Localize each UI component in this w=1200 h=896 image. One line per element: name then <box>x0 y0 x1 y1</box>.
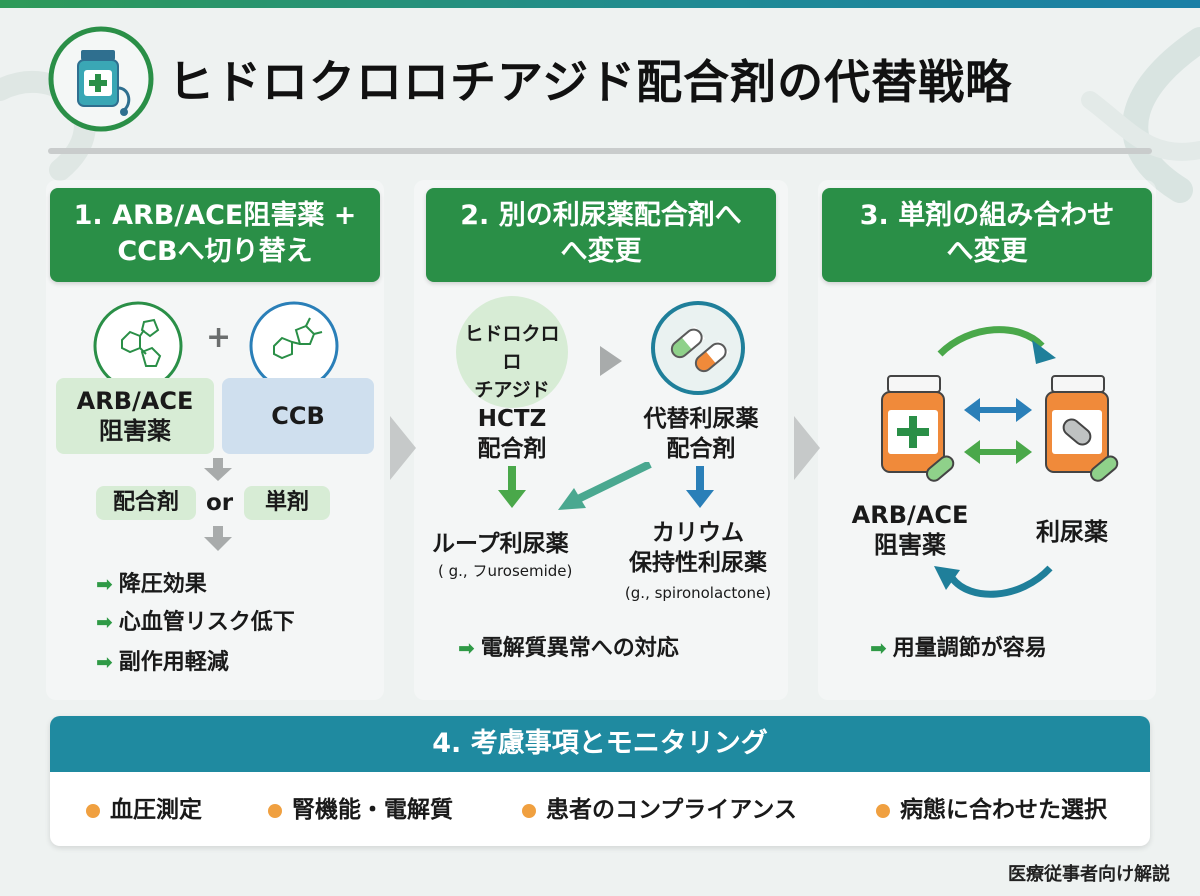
considerations-panel: 4. 考慮事項とモニタリング <box>50 716 1150 846</box>
arrow-right-icon <box>600 346 622 376</box>
section-1-header-line1: 1. ARB/ACE阻害薬 + <box>73 200 357 231</box>
hydrochlorothiazide-circle: ヒドロクロロ チアジド <box>456 296 568 408</box>
capsules-icon <box>651 301 745 395</box>
consideration-item-1: 血圧測定 <box>86 790 202 824</box>
potassium-sparing-example: (g., spironolactone) <box>624 584 772 602</box>
flow-arrows <box>498 462 714 510</box>
section-2-header-line1: 2. 別の利尿薬配合剤へ <box>460 200 742 231</box>
exchange-arrows-icon <box>964 398 1032 464</box>
considerations-header: 4. 考慮事項とモニタリング <box>50 716 1150 772</box>
consideration-item-2: 腎機能・電解質 <box>268 790 453 824</box>
arrow-right-icon: ➡ <box>870 636 887 660</box>
alternative-diuretic-label: 代替利尿薬 配合剤 <box>643 406 759 462</box>
section-3-bullet: ➡用量調節が容易 <box>870 636 1047 661</box>
combination-tag: 配合剤 <box>96 486 196 520</box>
arrow-down-icon <box>204 458 232 481</box>
bullet-dot-icon <box>876 803 890 818</box>
consideration-item-3: 患者のコンプライアンス <box>522 790 797 824</box>
medicine-bottle-icon <box>881 375 955 482</box>
loop-diuretic-label: ループ利尿薬 <box>432 531 569 557</box>
medicine-bottle-icon <box>1045 375 1119 482</box>
section-2-header: 2. 別の利尿薬配合剤へ へ変更 <box>426 188 776 282</box>
consideration-item-4: 病態に合わせた選択 <box>876 790 1107 824</box>
arrow-right-icon: ➡ <box>96 572 113 596</box>
section-3-header-line2: へ変更 <box>946 236 1028 267</box>
arrow-right-icon: ➡ <box>96 610 113 634</box>
potassium-sparing-label: カリウム 保持性利尿薬 <box>629 520 767 576</box>
chevron-right-icon <box>390 416 416 480</box>
bullet-dot-icon <box>522 803 536 818</box>
chevron-right-icon <box>794 416 820 480</box>
section-3-header: 3. 単剤の組み合わせ へ変更 <box>822 188 1152 282</box>
arb-ace-label-line2: 阻害薬 <box>99 417 171 445</box>
section-2-header-line2: へ変更 <box>560 236 642 267</box>
loop-diuretic-example: ( g., フurosemide) <box>438 562 573 580</box>
ccb-box: CCB <box>222 378 374 454</box>
section-1-bullet-2: ➡心血管リスク低下 <box>96 610 295 635</box>
title-divider <box>48 148 1152 154</box>
cycle-arrow-top-icon <box>937 326 1056 364</box>
single-agent-tag: 単剤 <box>244 486 330 520</box>
bullet-dot-icon <box>268 803 282 818</box>
diuretic-label: 利尿薬 <box>1036 518 1108 546</box>
page-title: ヒドロクロロチアジド配合剤の代替戦略 <box>168 55 1013 109</box>
arrow-down-icon <box>204 526 232 551</box>
plus-sign: + <box>206 320 232 355</box>
medicine-bottle-stethoscope-icon <box>48 26 154 132</box>
section-2-bullet: ➡電解質異常への対応 <box>458 636 679 661</box>
arb-ace-box: ARB/ACE 阻害薬 <box>56 378 214 454</box>
arb-ace-label: ARB/ACE 阻害薬 <box>851 501 969 559</box>
section-1-header: 1. ARB/ACE阻害薬 + CCBへ切り替え <box>50 188 380 282</box>
section-1-bullet-1: ➡降圧効果 <box>96 572 207 597</box>
footer-note: 医療従事者向け解説 <box>1008 864 1170 885</box>
section-3-header-line1: 3. 単剤の組み合わせ <box>859 200 1115 231</box>
bullet-dot-icon <box>86 803 100 818</box>
arb-ace-label-line1: ARB/ACE <box>76 387 194 415</box>
top-accent-bar <box>0 0 1200 8</box>
or-label: or <box>206 490 234 516</box>
arrow-right-icon: ➡ <box>96 650 113 674</box>
section-1-header-line2: CCBへ切り替え <box>117 236 313 267</box>
hctz-combination-label: HCTZ 配合剤 <box>477 406 547 462</box>
section-1-bullet-3: ➡副作用軽減 <box>96 650 229 675</box>
cycle-arrow-bottom-icon <box>934 565 1053 598</box>
arrow-right-icon: ➡ <box>458 636 475 660</box>
